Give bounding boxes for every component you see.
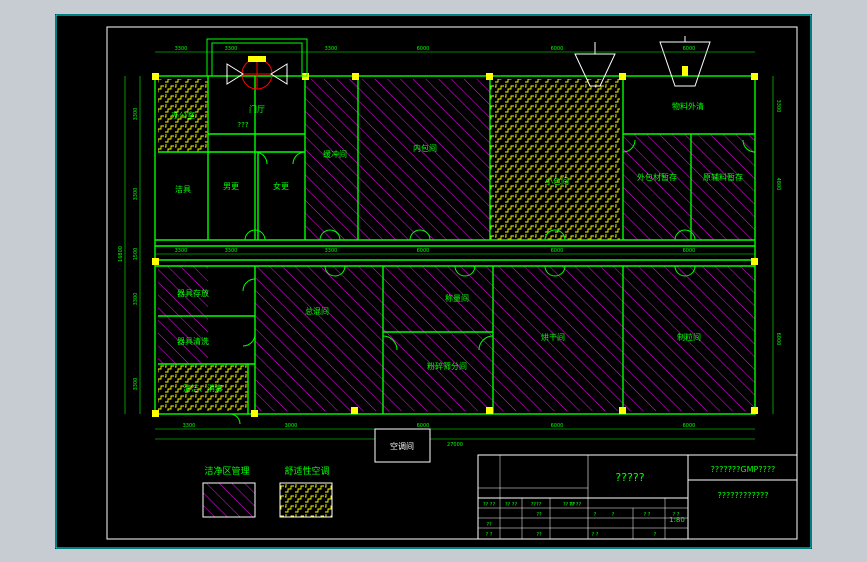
title-block-cell: ?? ?? bbox=[483, 502, 496, 508]
title-block-cell: ? bbox=[612, 512, 615, 518]
storage-hatch bbox=[623, 134, 755, 240]
label-buffer: 缓冲间 bbox=[323, 149, 347, 159]
dim-left-total: 16800 bbox=[118, 246, 124, 262]
dim-corridor: 6000 bbox=[683, 248, 696, 254]
label-mixing: 总混间 bbox=[305, 306, 329, 316]
outer-border bbox=[55, 14, 812, 549]
dim-total: 27000 bbox=[447, 442, 463, 448]
label-shipping: 物料外清 bbox=[672, 101, 704, 111]
label-inner-material-storage: 原辅料暂存 bbox=[703, 172, 743, 182]
label-tool-wash: 器具清洗 bbox=[177, 336, 209, 346]
dim-left: 3300 bbox=[133, 188, 139, 201]
disinfect-hatch bbox=[158, 364, 248, 411]
dim-left: 3300 bbox=[133, 378, 139, 391]
dim-bottom: 6000 bbox=[417, 423, 430, 429]
title-block-title: ????? bbox=[615, 471, 644, 484]
hatched-areas bbox=[155, 79, 755, 411]
dim-top: 6000 bbox=[417, 46, 430, 52]
dim-left: 3300 bbox=[133, 108, 139, 121]
label-outer-material-storage: 外包材暂存 bbox=[637, 172, 677, 182]
dim-bottom: 3300 bbox=[183, 423, 196, 429]
label-male-changing: 男更 bbox=[223, 182, 239, 191]
dim-left: 1500 bbox=[133, 248, 139, 261]
legend-comfort-ac-label: 舒适性空调 bbox=[284, 465, 329, 477]
tool-storage-hatch bbox=[158, 266, 208, 316]
legend-clean-area-label: 洁净区管理 bbox=[204, 465, 249, 477]
title-block-cell: ?? bbox=[536, 532, 542, 538]
label-tool-storage: 器具存放 bbox=[177, 288, 209, 298]
title-block-cell: ? ? bbox=[592, 532, 599, 538]
dim-bottom: 3000 bbox=[285, 423, 298, 429]
label-tools: 洁具 bbox=[175, 184, 191, 194]
title-block-cell: ? ? bbox=[673, 512, 680, 518]
walls bbox=[154, 75, 756, 415]
small-packing-hatch bbox=[490, 79, 620, 240]
dim-right: 6000 bbox=[775, 333, 781, 346]
dimension-lines bbox=[124, 51, 774, 440]
ac-room-box bbox=[374, 428, 431, 463]
dim-corridor: 6000 bbox=[551, 248, 564, 254]
dim-corridor: 3300 bbox=[325, 248, 338, 254]
title-block-cell: ?? ?? bbox=[505, 502, 518, 508]
label-female-changing: 女更 bbox=[273, 181, 289, 191]
drawing-sheet: 办公室 门厅 ??? 洁具 男更 女更 缓冲间 内包间 小包间 外包材暂存 原辅… bbox=[55, 14, 812, 549]
dim-top: 6000 bbox=[551, 46, 564, 52]
label-lobby: 门厅 bbox=[249, 104, 265, 114]
title-block-cell: ? bbox=[594, 512, 597, 518]
dim-corridor: 3300 bbox=[225, 248, 238, 254]
label-ac-room: 空调间 bbox=[390, 441, 414, 451]
label-granulation: 制粒间 bbox=[677, 332, 701, 342]
inner-border bbox=[106, 26, 798, 540]
dim-top: 3300 bbox=[175, 46, 188, 52]
dim-top: 6000 bbox=[683, 46, 696, 52]
legend-clean-area-swatch bbox=[202, 482, 256, 518]
dim-corridor: 6000 bbox=[417, 248, 430, 254]
dim-left: 3300 bbox=[133, 293, 139, 306]
dim-right: 3300 bbox=[775, 100, 781, 113]
label-cleaning-disinfect: 清洁、消毒 bbox=[183, 383, 223, 393]
production-hatch bbox=[255, 266, 755, 411]
label-crushing: 粉碎筛分间 bbox=[427, 361, 467, 371]
title-block-project: ???????GMP???? bbox=[711, 465, 776, 474]
tool-wash-hatch bbox=[158, 316, 208, 364]
dim-top: 3300 bbox=[325, 46, 338, 52]
columns bbox=[152, 73, 758, 417]
dim-top: 3300 bbox=[225, 46, 238, 52]
title-block-cell: ?? ?? bbox=[563, 502, 576, 508]
title-block-cell: ?? bbox=[536, 512, 542, 518]
title-block-cell: ? ? bbox=[644, 512, 651, 518]
room-labels: 办公室 门厅 ??? 洁具 男更 女更 缓冲间 内包间 小包间 外包材暂存 原辅… bbox=[171, 101, 743, 393]
dim-bottom: 6000 bbox=[683, 423, 696, 429]
title-block-cell: ? ? bbox=[486, 532, 493, 538]
title-block-drawing-name: ???????????? bbox=[718, 491, 769, 500]
title-block: ????? ???????GMP???? ???????????? 1:80 ?… bbox=[477, 454, 798, 540]
ducts bbox=[574, 36, 711, 87]
floor-plan-svg: 办公室 门厅 ??? 洁具 男更 女更 缓冲间 内包间 小包间 外包材暂存 原辅… bbox=[55, 14, 812, 549]
title-block-cell: ?? ?? bbox=[569, 502, 582, 508]
entrance bbox=[206, 38, 308, 90]
packing-hatch bbox=[305, 79, 490, 240]
title-block-scale: 1:80 bbox=[669, 516, 685, 524]
label-inner-packing: 内包间 bbox=[413, 143, 437, 153]
title-block-cell: ???? bbox=[531, 502, 542, 508]
office-hatch bbox=[158, 79, 208, 152]
title-block-cell: ?? bbox=[486, 522, 492, 528]
dim-corridor: 3300 bbox=[175, 248, 188, 254]
dim-bottom: 6000 bbox=[551, 423, 564, 429]
label-office: 办公室 bbox=[171, 110, 195, 120]
label-small-packing: 小包间 bbox=[545, 176, 569, 186]
label-door-sign: ??? bbox=[237, 121, 248, 129]
label-weighing: 称量间 bbox=[445, 293, 469, 303]
legend-comfort-ac-swatch bbox=[279, 482, 333, 518]
title-block-cell: ? bbox=[654, 532, 657, 538]
dimension-texts: 3300 3300 3300 6000 6000 6000 3300 3300 … bbox=[118, 46, 781, 448]
label-drying: 烘干间 bbox=[541, 332, 565, 342]
dim-right: 4800 bbox=[775, 178, 781, 191]
legend: 洁净区管理 舒适性空调 bbox=[202, 465, 333, 518]
doors bbox=[229, 139, 756, 425]
